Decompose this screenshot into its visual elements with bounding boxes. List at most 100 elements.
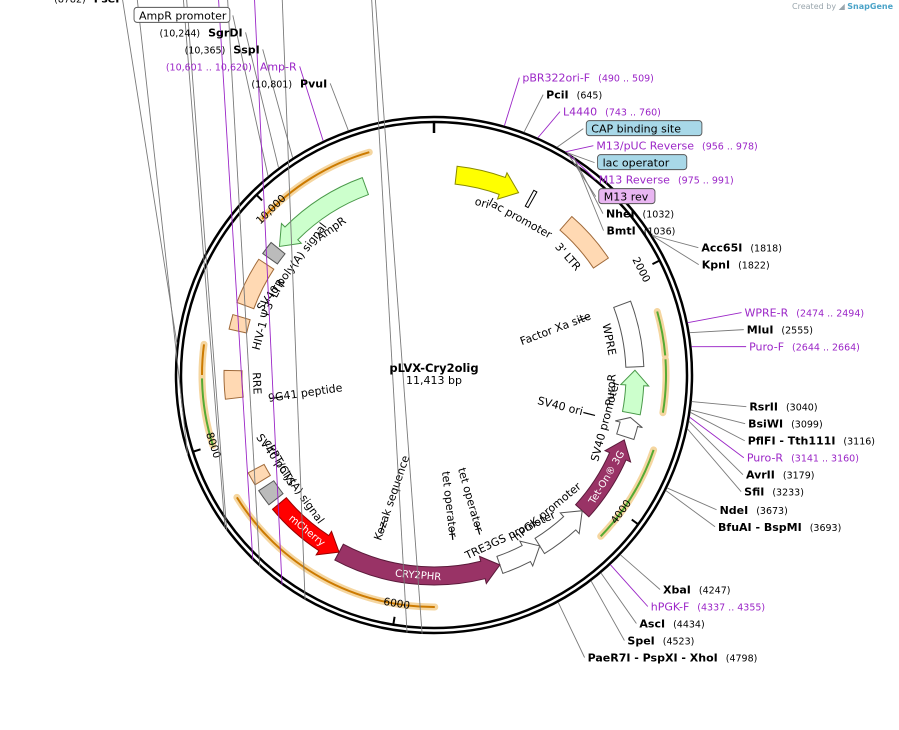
site-label-sfii: SfiI(3233) <box>744 486 804 499</box>
backbone <box>174 115 694 635</box>
leader-bstz17i-25 <box>182 0 226 529</box>
primer-label-m13-puc-reverse: M13/pUC Reverse(956 .. 978) <box>596 140 757 153</box>
site-label-spei: SpeI(4523) <box>627 635 694 648</box>
plasmid-length: 11,413 bp <box>406 374 462 387</box>
inner-label-sv40-ori-1: SV40 ori <box>536 394 584 418</box>
box-ampr-promoter <box>133 6 231 23</box>
feature-label-ori-0: ori <box>473 195 490 211</box>
primer-name-wpre-r: WPRE-R <box>745 307 789 320</box>
inner-mark-3 <box>450 527 454 540</box>
leader-nhei-4 <box>572 156 604 214</box>
feature-label-rre-14: RRE <box>250 372 264 395</box>
site-label-asci: AscI(4434) <box>639 618 704 631</box>
orf-line-1 <box>656 311 667 356</box>
feature-sv40-poly-a-signal-17 <box>261 241 286 265</box>
primer-pos-puro-f: (2644 .. 2664) <box>792 343 860 354</box>
leader-avrii-12 <box>688 420 744 476</box>
site-pos-avrii: (3179) <box>783 471 815 482</box>
leader-l4440-1 <box>537 111 561 139</box>
site-label-sspi: (10,365)SspI <box>185 43 260 56</box>
site-name-fsei: FseI <box>94 0 120 5</box>
leader-pcii-3 <box>523 94 544 133</box>
site-pos-bmti: (1036) <box>644 227 676 238</box>
labels: pBR322ori-F(490 .. 509)PciI(645)L4440(74… <box>54 0 875 665</box>
tick-mark-4 <box>255 194 263 202</box>
leader-mlui-8 <box>689 329 744 334</box>
site-label-bsiwi: BsiWI(3099) <box>748 418 823 431</box>
site-name-pvui: PvuI <box>300 77 327 90</box>
feature-label-cppt-cts-13: cPPT/CTS <box>261 437 298 488</box>
snapgene-credit: Created by ◢ SnapGene <box>792 2 893 11</box>
leader-ampr-promoter-0 <box>232 15 269 177</box>
leader-fsei-27 <box>122 0 178 344</box>
tick-label-2: 6000 <box>383 596 411 612</box>
feature-ampr-1 <box>278 176 370 248</box>
site-label-kpni: KpnI(1822) <box>702 259 770 272</box>
primer-pos-amp-r: (10,601 .. 10,620) <box>166 62 252 73</box>
site-label-acc65i: Acc65I(1818) <box>701 242 782 255</box>
leader-lac-operator-2 <box>566 152 595 164</box>
site-name-sfii: SfiI <box>744 486 764 499</box>
orf-line-2 <box>661 359 667 413</box>
site-label-rsrii: RsrII(3040) <box>749 401 817 414</box>
primer-name-l4440: L4440 <box>563 106 597 119</box>
inner-label-kozak-sequence-4: Kozak sequence <box>371 454 412 542</box>
site-pos-asci: (4434) <box>673 620 705 631</box>
site-pos-fsei: (8782) <box>54 0 86 5</box>
leader-bsiwi-10 <box>690 409 746 425</box>
leader-m13-puc-reverse-2 <box>565 145 594 153</box>
primer-pos-pbr322ori-f: (490 .. 509) <box>598 74 654 85</box>
site-name-spei: SpeI <box>627 635 654 648</box>
feature-hiv-1-15 <box>228 313 251 334</box>
leader-sgrdi-2 <box>245 32 280 168</box>
site-pos-pflfi-tth111i: (3116) <box>843 437 875 448</box>
feature-puror-5 <box>619 369 650 416</box>
site-name-paer7i-pspxi-xhoi: PaeR7I - PspXI - XhoI <box>588 652 718 665</box>
feature-tre3gs-promoter-9 <box>496 540 541 575</box>
primer-label-pbr322ori-f: pBR322ori-F (490 .. 509) <box>522 72 654 85</box>
feature-ori-0 <box>454 165 520 200</box>
tick-label-1: 4000 <box>609 498 634 527</box>
primer-name-pbr322ori-f: pBR322ori-F <box>522 72 590 85</box>
leader-m13-rev-3 <box>567 152 597 197</box>
site-pos-pvui: (10,801) <box>251 79 292 90</box>
leader-kpni-7 <box>652 235 699 266</box>
site-name-sspi: SspI <box>233 43 259 56</box>
leader-rsrii-9 <box>691 401 747 408</box>
site-name-kpni: KpnI <box>702 259 730 272</box>
inner-label-9g41-peptide-5: 9G41 peptide <box>267 381 343 405</box>
leader-paer7i-pspxi-xhoi-19 <box>557 602 585 658</box>
tick-label-0: 2000 <box>630 255 653 284</box>
site-name-sgrdi: SgrDI <box>208 26 242 39</box>
box-label-ampr-promoter: AmpR promoter <box>139 9 227 22</box>
box-m13-rev <box>598 188 656 205</box>
inner-label-tet-operator-3: tet operator <box>439 471 459 539</box>
leader-asci-17 <box>600 572 637 624</box>
tick-mark-3 <box>192 448 201 453</box>
leader-amp-r-10 <box>299 66 324 142</box>
tick-mark-1 <box>631 518 639 526</box>
feature-3-ltr-3 <box>559 215 610 269</box>
leader-m13-reverse-3 <box>567 152 597 180</box>
site-name-pcii: PciI <box>546 89 568 102</box>
site-label-ndei: NdeI(3673) <box>720 504 788 517</box>
box-label-m13-rev: M13 rev <box>604 191 649 204</box>
primer-name-m13-reverse: M13 Reverse <box>599 174 670 187</box>
site-label-sgrdi: (10,244)SgrDI <box>159 26 242 39</box>
plasmid-name: pLVX-Cry2olig <box>389 361 478 375</box>
orf-tracks <box>198 148 670 611</box>
site-pos-paer7i-pspxi-xhoi: (4798) <box>726 654 758 665</box>
site-label-mlui: MluI(2555) <box>747 324 813 337</box>
leader-hpai-20 <box>374 0 423 634</box>
leader-kfli-ppumi-26 <box>136 0 189 455</box>
site-label-pcii: PciI(645) <box>546 89 602 102</box>
site-pos-xbai: (4247) <box>699 586 731 597</box>
leader-hpgk-f-7 <box>610 564 649 607</box>
site-pos-bsiwi: (3099) <box>791 420 823 431</box>
feature-lac-promoter-2 <box>524 189 538 209</box>
leader-spei-18 <box>590 580 625 641</box>
feature-cppt-cts-13 <box>247 463 272 486</box>
feature-mcherry-11 <box>271 497 340 556</box>
inner-mark-2 <box>475 522 481 535</box>
